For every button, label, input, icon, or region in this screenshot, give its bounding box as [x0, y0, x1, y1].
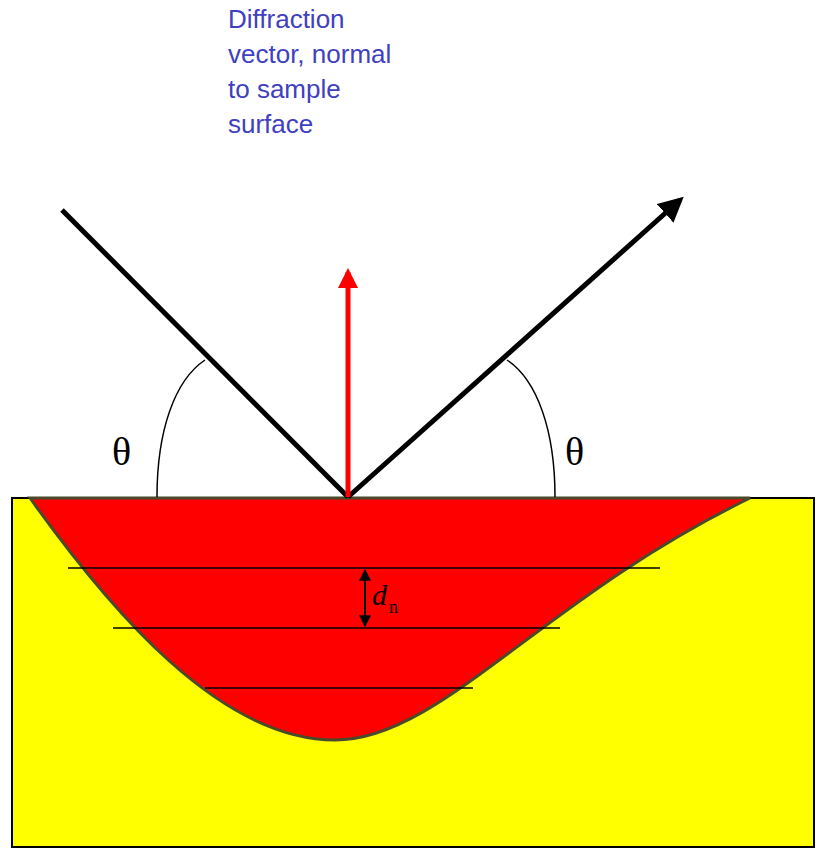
annotation-text: Diffraction vector, normal to sample sur…: [228, 2, 418, 142]
grain-region: [30, 498, 750, 740]
header-rule: [572, 6, 816, 10]
diffraction-vector: [346, 272, 351, 497]
spacing-arrow: [364, 580, 366, 626]
lattice-plane: [113, 627, 560, 629]
header-rule: [0, 6, 215, 10]
lattice-plane: [205, 687, 473, 689]
spacing-label: d: [372, 578, 387, 612]
angle-arc: [507, 360, 555, 497]
angle-arc: [157, 360, 205, 497]
spacing-subscript: n: [389, 597, 398, 617]
diffracted-beam: [348, 200, 680, 497]
sample-body: [12, 498, 814, 847]
angle-label: θ: [565, 428, 584, 476]
incident-beam: [62, 210, 348, 497]
lattice-plane: [68, 567, 660, 569]
angle-label: θ: [112, 428, 131, 476]
spacing-arrow: [364, 570, 366, 580]
